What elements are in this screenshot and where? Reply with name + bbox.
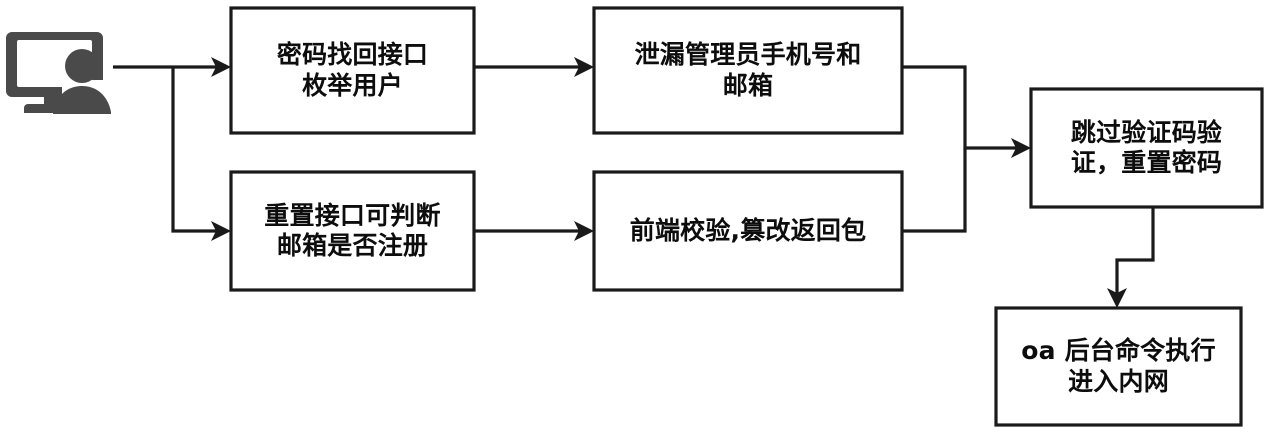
node-skip-captcha-reset-password[interactable] (1029, 87, 1264, 209)
edge-node5-to-node6-line (1115, 207, 1155, 299)
edge-node3-to-node4-arrow (574, 221, 594, 241)
edge-actor-to-node3-arrow (211, 221, 231, 241)
edge-node1-to-node2-arrow (574, 57, 594, 77)
desktop-user-icon (6, 32, 111, 114)
node-oa-backend-command-execution-intranet[interactable] (994, 306, 1243, 427)
node-reset-interface-check-email-registered[interactable] (229, 170, 476, 292)
edge-actor-to-node3-line (171, 67, 222, 233)
node-frontend-validation-tamper-response[interactable] (592, 170, 904, 292)
edge-merge-to-node5-arrow (1011, 138, 1031, 158)
edge-node5-to-node6-arrow (1107, 288, 1127, 308)
edge-node2-to-node5-line (902, 65, 1022, 150)
node-password-recovery-enumerate-users[interactable] (229, 6, 476, 135)
edge-node4-to-node5-line (902, 148, 967, 233)
node-leak-admin-phone-email[interactable] (592, 6, 904, 135)
edge-actor-to-node1-arrow (211, 57, 231, 77)
